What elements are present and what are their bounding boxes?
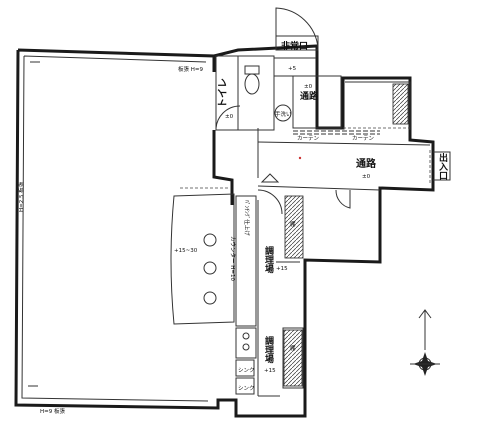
kitchen1-label: 調理場 [263,245,274,274]
upper-corridor-label: 通路 [300,90,319,102]
emergency-exit-label: 非常口 [281,40,308,52]
toilet-level-label: ±0 [225,114,234,120]
outer-walls [14,44,435,418]
kitchen-doors [257,173,351,215]
main-corridor-label: 通路 [356,157,377,170]
counter-note2-label: カウンター H=10 [229,236,237,281]
sink2-label: シンク [238,385,255,392]
main-corridor-level: ±0 [362,174,371,180]
sink1-label: シンク [238,367,255,374]
hand-wash-label: 手洗い [275,110,292,118]
toilet-label: トイレ [217,78,229,108]
emergency-exit-door [275,7,319,51]
counter-level-label: +15~30 [174,248,198,254]
curtain-right-label: カーテン [352,135,375,142]
curtain-lines [257,128,380,178]
counter [170,187,235,325]
dim-bottom-label: H=9 板張 [40,407,65,415]
dim-top-label: 板張 H=9 [178,65,203,73]
shelf-label-2: 棚 [290,344,296,352]
kitchen1-level: +15 [276,266,288,272]
dim-left-label: H=2.5 板張 [17,181,25,212]
kitchen2-level: +15 [264,368,276,374]
step-label: +5 [288,66,297,72]
counter-note-label: ﾊﾟﾝﾁﾝｸﾞ仕上げ [243,200,251,236]
main-corridor [257,141,451,191]
upper-corridor-level: ±0 [304,84,313,90]
toilet-room [215,55,316,131]
entrance-label: 出入口 [437,152,449,181]
north-arrow-icon [410,309,440,376]
kitchen2-label: 調理場 [263,335,274,364]
shelf-label: 棚 [290,220,296,228]
kitchen-area [235,195,304,397]
curtain-left-label: カーテン [297,135,320,142]
upper-corridor [292,75,411,130]
